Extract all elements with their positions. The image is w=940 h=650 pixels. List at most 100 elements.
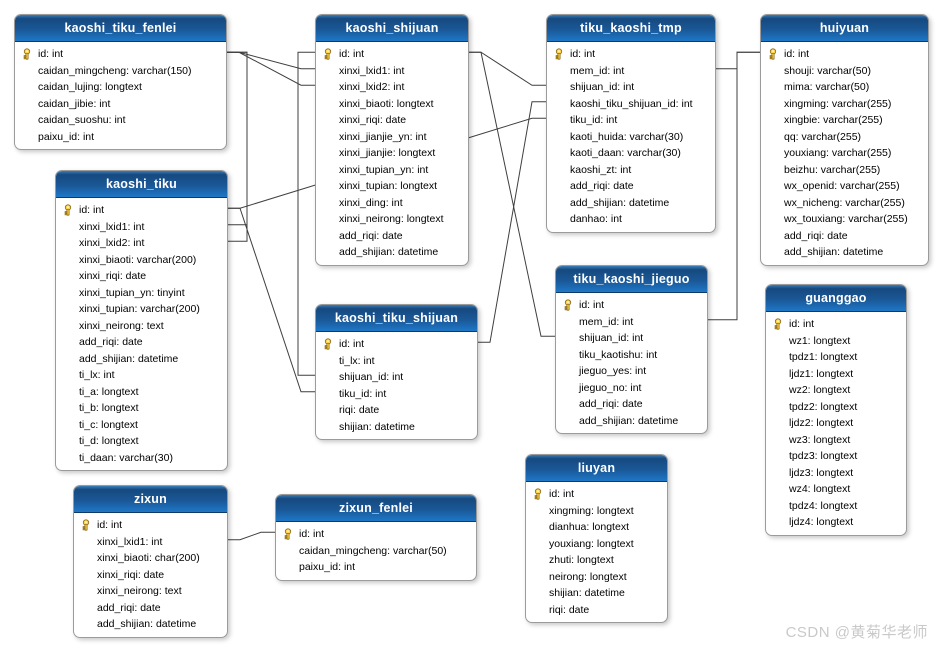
field-label: add_shijian: datetime (579, 414, 679, 427)
relationship-line (467, 51, 546, 86)
table-header-tiku_kaoshi_tmp[interactable]: tiku_kaoshi_tmp (547, 15, 715, 42)
field-label: danhao: int (570, 213, 622, 226)
table-header-kaoshi_tiku[interactable]: kaoshi_tiku (56, 171, 227, 198)
table-header-tiku_kaoshi_jieguo[interactable]: tiku_kaoshi_jieguo (556, 266, 707, 293)
field-row-id: id: int (556, 297, 707, 314)
field-row-tiku_id: tiku_id: int (316, 386, 477, 403)
field-label: kaoshi_zt: int (570, 163, 632, 176)
primary-key-icon (324, 48, 332, 60)
field-row-xingming: xingming: longtext (526, 503, 667, 520)
table-header-liuyan[interactable]: liuyan (526, 455, 667, 482)
table-header-kaoshi_tiku_shijuan[interactable]: kaoshi_tiku_shijuan (316, 305, 477, 332)
field-row-youxiang: youxiang: longtext (526, 536, 667, 553)
field-row-xinxi_tupian_yn: xinxi_tupian_yn: int (316, 162, 468, 179)
field-row-xinxi_biaoti: xinxi_biaoti: longtext (316, 96, 468, 113)
field-label: tiku_id: int (570, 114, 618, 127)
field-row-xingbie: xingbie: varchar(255) (761, 112, 928, 129)
field-label: xinxi_jianjie_yn: int (339, 130, 427, 143)
field-label: xinxi_jianjie: longtext (339, 147, 436, 160)
table-header-kaoshi_shijuan[interactable]: kaoshi_shijuan (316, 15, 468, 42)
field-label: xinxi_neirong: longtext (339, 213, 444, 226)
field-label: ti_b: longtext (79, 402, 139, 415)
field-label: wx_touxiang: varchar(255) (784, 213, 908, 226)
field-label: dianhua: longtext (549, 521, 629, 534)
field-label: neirong: longtext (549, 570, 627, 583)
field-row-add_riqi: add_riqi: date (556, 396, 707, 413)
field-label: xingbie: varchar(255) (784, 114, 883, 127)
field-row-youxiang: youxiang: varchar(255) (761, 145, 928, 162)
primary-key-icon (769, 48, 777, 60)
field-label: riqi: date (549, 603, 590, 616)
field-row-qq: qq: varchar(255) (761, 129, 928, 146)
field-label: ljdz3: longtext (789, 466, 854, 479)
field-label: ti_daan: varchar(30) (79, 451, 173, 464)
field-label: ti_d: longtext (79, 435, 139, 448)
table-header-zixun[interactable]: zixun (74, 486, 227, 513)
field-label: youxiang: longtext (549, 537, 634, 550)
relationship-line (297, 51, 315, 376)
field-row-paixu_id: paixu_id: int (15, 129, 226, 146)
field-row-id: id: int (15, 46, 226, 63)
field-label: qq: varchar(255) (784, 130, 862, 143)
field-row-ti_a: ti_a: longtext (56, 384, 227, 401)
field-label: xinxi_neirong: text (97, 585, 182, 598)
field-row-ti_b: ti_b: longtext (56, 400, 227, 417)
field-label: riqi: date (339, 404, 380, 417)
field-row-tpdz3: tpdz3: longtext (766, 448, 906, 465)
table-header-zixun_fenlei[interactable]: zixun_fenlei (276, 495, 476, 522)
field-row-paixu_id: paixu_id: int (276, 559, 476, 576)
field-row-xinxi_neirong: xinxi_neirong: text (56, 318, 227, 335)
field-label: kaoti_huida: varchar(30) (570, 130, 684, 143)
field-row-ljdz2: ljdz2: longtext (766, 415, 906, 432)
field-label: xinxi_biaoti: longtext (339, 97, 434, 110)
field-row-xingming: xingming: varchar(255) (761, 96, 928, 113)
table-header-kaoshi_tiku_fenlei[interactable]: kaoshi_tiku_fenlei (15, 15, 226, 42)
field-label: shijuan_id: int (579, 332, 644, 345)
field-label: tiku_id: int (339, 387, 387, 400)
field-row-jieguo_no: jieguo_no: int (556, 380, 707, 397)
table-header-guanggao[interactable]: guanggao (766, 285, 906, 312)
field-row-add_shijian: add_shijian: datetime (56, 351, 227, 368)
field-label: tpdz1: longtext (789, 351, 858, 364)
field-row-add_shijian: add_shijian: datetime (761, 244, 928, 261)
watermark: CSDN @黄菊华老师 (785, 624, 928, 641)
table-header-huiyuan[interactable]: huiyuan (761, 15, 928, 42)
field-label: caidan_mingcheng: varchar(50) (299, 544, 447, 557)
field-label: caidan_suoshu: int (38, 114, 126, 127)
field-label: id: int (784, 48, 810, 61)
field-row-shijian: shijian: datetime (316, 419, 477, 436)
field-row-dianhua: dianhua: longtext (526, 519, 667, 536)
field-row-kaoti_daan: kaoti_daan: varchar(30) (547, 145, 715, 162)
field-label: xinxi_lxid1: int (339, 64, 405, 77)
field-label: xingming: varchar(255) (784, 97, 892, 110)
primary-key-icon-cell (62, 204, 79, 217)
field-label: shouji: varchar(50) (784, 64, 871, 77)
field-row-xinxi_lxid2: xinxi_lxid2: int (316, 79, 468, 96)
primary-key-icon (564, 299, 572, 311)
field-label: shijuan_id: int (570, 81, 635, 94)
field-label: shijian: datetime (339, 420, 415, 433)
field-label: caidan_lujing: longtext (38, 81, 142, 94)
field-label: xingming: longtext (549, 504, 634, 517)
field-label: wx_nicheng: varchar(255) (784, 196, 905, 209)
field-row-ljdz3: ljdz3: longtext (766, 465, 906, 482)
field-label: add_shijian: datetime (784, 246, 884, 259)
field-row-xinxi_riqi: xinxi_riqi: date (56, 268, 227, 285)
